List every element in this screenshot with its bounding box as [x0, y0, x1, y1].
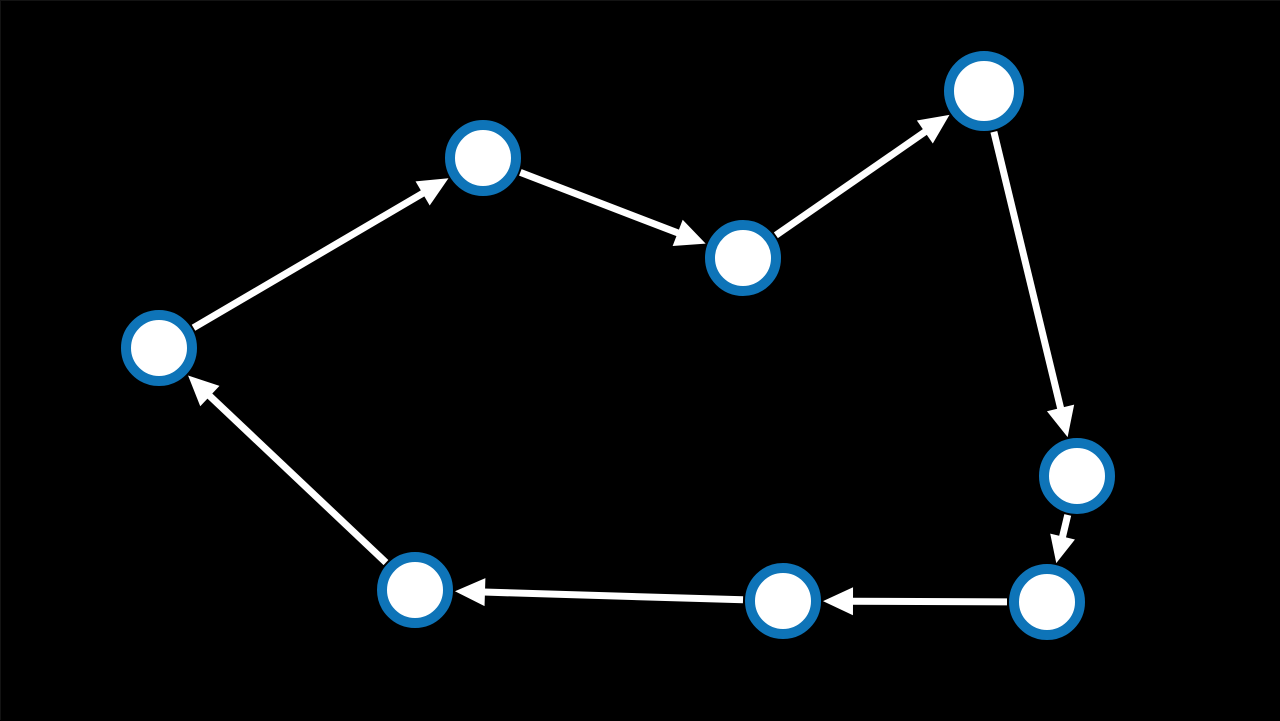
edge-shaft: [191, 189, 426, 331]
edge-shaft: [483, 588, 744, 604]
edge-shaft: [1058, 514, 1072, 539]
graph-node[interactable]: [121, 310, 197, 386]
edge-arrowhead-icon: [1050, 533, 1075, 564]
graph-edge: [519, 169, 706, 246]
node-circle[interactable]: [445, 120, 521, 196]
graph-node[interactable]: [705, 220, 781, 296]
nodes-layer: [121, 51, 1115, 640]
edge-arrowhead-icon: [1046, 404, 1075, 438]
edge-arrowhead-icon: [823, 587, 854, 616]
node-circle[interactable]: [745, 563, 821, 639]
graph-node[interactable]: [1009, 564, 1085, 640]
node-circle[interactable]: [377, 552, 453, 628]
node-circle[interactable]: [1009, 564, 1085, 640]
graph-edge: [1050, 514, 1075, 564]
edges-layer: [188, 114, 1075, 616]
graph-edge: [773, 114, 950, 239]
graph-node[interactable]: [445, 120, 521, 196]
edge-arrowhead-icon: [188, 375, 220, 407]
edge-shaft: [773, 128, 929, 239]
graph-edge: [191, 178, 449, 331]
node-circle[interactable]: [121, 310, 197, 386]
graph-edge: [188, 375, 389, 566]
edge-arrowhead-icon: [454, 578, 486, 607]
graph-node[interactable]: [944, 51, 1024, 131]
node-circle[interactable]: [705, 220, 781, 296]
node-circle[interactable]: [1039, 438, 1115, 514]
graph-node[interactable]: [1039, 438, 1115, 514]
graph-edge: [823, 587, 1008, 616]
node-circle[interactable]: [944, 51, 1024, 131]
edge-arrowhead-icon: [672, 219, 706, 246]
edge-arrowhead-icon: [415, 178, 449, 206]
graph-edge: [454, 578, 744, 607]
graph-edge: [990, 131, 1075, 438]
edge-shaft: [851, 597, 1008, 606]
edge-shaft: [990, 131, 1065, 411]
edge-shaft: [206, 392, 389, 566]
edge-arrowhead-icon: [916, 114, 950, 144]
graph-node[interactable]: [377, 552, 453, 628]
graph-node[interactable]: [745, 563, 821, 639]
edge-shaft: [519, 169, 681, 237]
